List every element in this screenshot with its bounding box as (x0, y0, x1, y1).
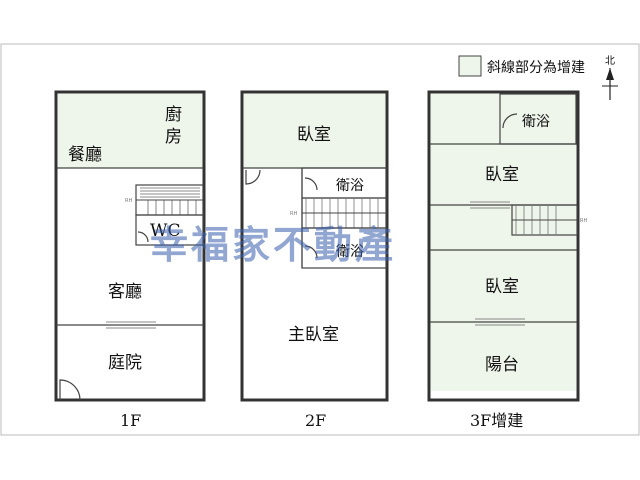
f3-stair-mark: RH (580, 218, 587, 224)
f1-dining-label: 餐廳 (68, 145, 102, 165)
floor-2: RH 臥室 衛浴 衛浴 主臥室 2F (240, 90, 389, 430)
f3-floor-label: 3F增建 (470, 411, 523, 430)
f1-wc-door-icon (137, 231, 149, 243)
f2-bath1-label: 衛浴 (336, 178, 364, 194)
legend-label: 斜線部分為增建 (487, 60, 585, 76)
legend: 斜線部分為增建 (458, 55, 585, 77)
f1-courtyard-label: 庭院 (108, 353, 142, 373)
f3-sliding-door-icon (475, 318, 525, 326)
f1-entry-door-icon (59, 379, 81, 401)
page-frame (0, 43, 640, 436)
watermark-text: 幸福家不動產 (150, 223, 396, 267)
f3-bath-door-icon (502, 113, 518, 129)
legend-swatch (458, 55, 482, 77)
f1-wc-box (135, 214, 204, 246)
f1-living-label: 客廳 (108, 282, 142, 302)
f3-door1-icon (470, 201, 510, 209)
f1-stair-mark: RH (125, 198, 132, 204)
f1-stairs: RH (125, 184, 204, 216)
f2-bedroom-hatch (244, 94, 385, 168)
f3-stairs: RH (511, 204, 587, 236)
f1-wc-label: WC (150, 221, 180, 241)
north-arrow: 北 (602, 55, 618, 100)
f1-sliding-door-icon (106, 321, 156, 329)
f1-kitchen-label-1: 廚 (165, 104, 182, 125)
f3-outer-wall (427, 90, 580, 402)
f3-balcony-label: 陽台 (485, 355, 519, 375)
f1-kitchen-hatch (58, 94, 203, 168)
f2-bath1-door-icon (304, 177, 318, 191)
f3-bath-label: 衛浴 (522, 114, 550, 130)
f3-bedroom2-label: 臥室 (485, 277, 519, 297)
f2-stair-mark: RH (290, 211, 297, 217)
f2-bath2-door-icon (304, 245, 318, 259)
f2-outer-wall (240, 90, 389, 402)
f3-addition-hatch (431, 94, 576, 391)
f2-floor-label: 2F (305, 411, 326, 430)
f1-kitchen-label-2: 房 (165, 127, 182, 147)
f1-outer-wall (54, 90, 206, 402)
floor-1: RH 廚 房 餐廳 WC 客廳 庭院 1F (54, 90, 206, 430)
north-label: 北 (605, 55, 615, 67)
floor-3: RH 衛浴 臥室 臥室 陽台 3F增建 (427, 90, 587, 430)
f2-bedroom-door-icon (245, 169, 261, 185)
f2-bedroom-label: 臥室 (297, 125, 331, 145)
f1-floor-label: 1F (120, 411, 141, 430)
f2-bath2-label: 衛浴 (336, 244, 364, 260)
north-arrow-head-icon (606, 68, 614, 80)
f2-master-label: 主臥室 (288, 325, 339, 345)
f3-bedroom1-label: 臥室 (485, 165, 519, 185)
